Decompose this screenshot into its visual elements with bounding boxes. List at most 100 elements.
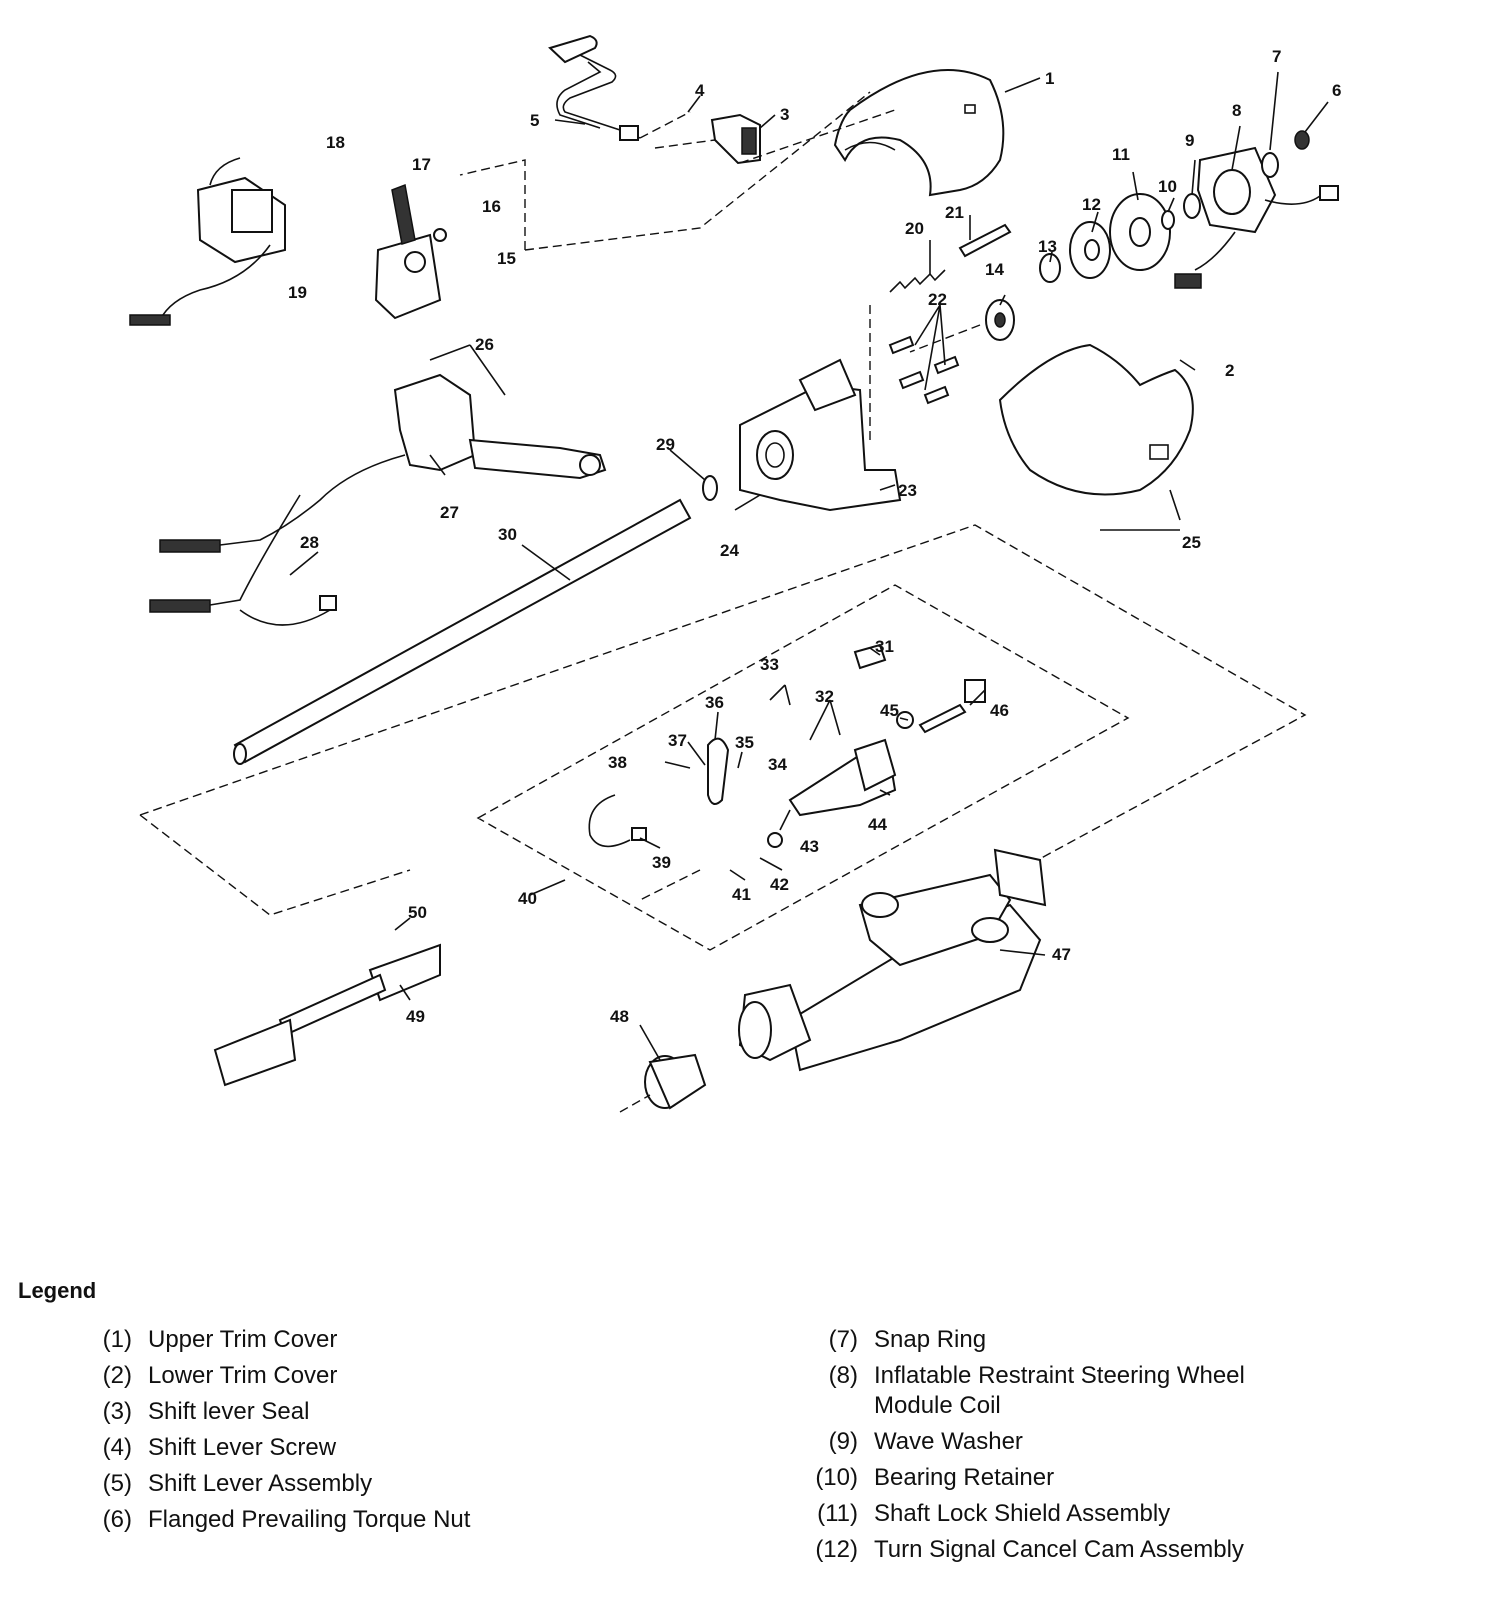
callout-2: 2 <box>1225 361 1234 380</box>
callout-22: 22 <box>928 290 947 309</box>
callout-10: 10 <box>1158 177 1177 196</box>
callout-45: 45 <box>880 701 899 720</box>
legend-entry: (9) Wave Washer <box>800 1427 1480 1457</box>
callout-19: 19 <box>288 283 307 302</box>
part-48 <box>644 1053 707 1110</box>
legend-entry: (4) Shift Lever Screw <box>74 1433 714 1463</box>
callout-43: 43 <box>800 837 819 856</box>
legend-number: (10) <box>815 1464 858 1491</box>
legend-entry: (7) Snap Ring <box>800 1325 1480 1355</box>
callout-27: 27 <box>440 503 459 522</box>
legend-label: Lower Trim Cover <box>148 1362 338 1389</box>
legend-label: Flanged Prevailing Torque Nut <box>148 1506 471 1533</box>
callout-47: 47 <box>1052 945 1071 964</box>
legend-label: Inflatable Restraint Steering Wheel Modu… <box>874 1362 1245 1419</box>
callout-36: 36 <box>705 693 724 712</box>
callout-28: 28 <box>300 533 319 552</box>
pin-21 <box>958 223 1012 258</box>
shift-lever-seal <box>710 113 761 165</box>
callout-8: 8 <box>1232 101 1241 120</box>
lower-trim-cover <box>998 343 1194 496</box>
callout-23: 23 <box>898 481 917 500</box>
callout-18: 18 <box>326 133 345 152</box>
gear-14 <box>985 299 1015 341</box>
legend-label: Shift Lever Assembly <box>148 1470 373 1497</box>
legend-number: (7) <box>828 1326 858 1353</box>
callout-41: 41 <box>732 885 751 904</box>
legend-label: Upper Trim Cover <box>148 1326 338 1353</box>
screws-22 <box>888 335 960 405</box>
ring-29 <box>702 475 718 501</box>
snap-ring <box>1261 152 1279 178</box>
legend-label: Shaft Lock Shield Assembly <box>874 1500 1171 1527</box>
upper-trim-cover <box>833 69 1005 197</box>
legend-entry: (12) Turn Signal Cancel Cam Assembly <box>800 1535 1480 1565</box>
legend-entry: (10) Bearing Retainer <box>800 1463 1480 1493</box>
callout-32: 32 <box>815 687 834 706</box>
callout-11: 11 <box>1112 145 1130 164</box>
part-13 <box>1039 253 1061 283</box>
legend-number: (4) <box>102 1434 132 1461</box>
spring-20 <box>889 269 946 293</box>
callout-14: 14 <box>985 260 1004 279</box>
callout-48: 48 <box>610 1007 629 1026</box>
legend-label: Turn Signal Cancel Cam Assembly <box>874 1536 1244 1563</box>
callout-38: 38 <box>608 753 627 772</box>
callout-37: 37 <box>668 731 687 750</box>
legend-number: (8) <box>828 1362 858 1389</box>
callout-7: 7 <box>1272 47 1281 66</box>
callout-12: 12 <box>1082 195 1101 214</box>
wave-washer <box>1183 193 1201 219</box>
turn-signal-cancel-cam <box>1069 221 1111 279</box>
callout-34: 34 <box>768 755 787 774</box>
callout-9: 9 <box>1185 131 1194 150</box>
callout-21: 21 <box>945 203 964 222</box>
steering-jacket <box>738 848 1047 1072</box>
legend-entry: (6) Flanged Prevailing Torque Nut <box>74 1505 714 1535</box>
callout-17: 17 <box>412 155 431 174</box>
callout-16: 16 <box>482 197 501 216</box>
shift-lever-assembly <box>548 34 641 141</box>
legend-label: Shift Lever Screw <box>148 1434 337 1461</box>
callout-33: 33 <box>760 655 779 674</box>
legend-entry: (1) Upper Trim Cover <box>74 1325 714 1355</box>
callout-26: 26 <box>475 335 494 354</box>
part-36 <box>707 737 730 805</box>
callout-24: 24 <box>720 541 739 560</box>
outer-callout-box-left <box>139 814 411 916</box>
legend-entry: (5) Shift Lever Assembly <box>74 1469 714 1499</box>
legend-number: (5) <box>102 1470 132 1497</box>
exploded-parts-diagram: 1 2 3 4 5 6 7 8 9 10 11 12 13 14 15 16 1… <box>129 34 1341 1113</box>
legend-number: (3) <box>102 1398 132 1425</box>
legend-entry: (2) Lower Trim Cover <box>74 1361 714 1391</box>
callout-31: 31 <box>875 637 894 656</box>
legend-label: Wave Washer <box>874 1428 1023 1455</box>
callout-5: 5 <box>530 111 539 130</box>
leader-lines <box>289 71 1329 1113</box>
callout-35: 35 <box>735 733 754 752</box>
callout-25: 25 <box>1182 533 1201 552</box>
callout-44: 44 <box>868 815 887 834</box>
callout-30: 30 <box>498 525 517 544</box>
legend-number: (6) <box>102 1506 132 1533</box>
callout-20: 20 <box>905 219 924 238</box>
callout-1: 1 <box>1045 69 1054 88</box>
callout-13: 13 <box>1038 237 1057 256</box>
legend-number: (2) <box>102 1362 132 1389</box>
inner-callout-box <box>476 584 1130 951</box>
shaft-lock-shield <box>1109 193 1171 271</box>
legend-label: Bearing Retainer <box>874 1464 1055 1491</box>
lock-housing <box>374 183 447 320</box>
legend-number: (12) <box>815 1536 858 1563</box>
legend-entry: (11) Shaft Lock Shield Assembly <box>800 1499 1480 1529</box>
callout-39: 39 <box>652 853 671 872</box>
intermediate-shaft <box>213 943 441 1087</box>
callout-40: 40 <box>518 889 537 908</box>
callout-3: 3 <box>780 105 789 124</box>
legend-entry: (8) Inflatable Restraint Steering Wheel … <box>800 1361 1480 1421</box>
module-19 <box>129 157 286 326</box>
steering-column-housing <box>739 358 902 512</box>
callout-6: 6 <box>1332 81 1341 100</box>
switch-assembly <box>149 373 607 626</box>
steering-shaft <box>233 498 692 765</box>
